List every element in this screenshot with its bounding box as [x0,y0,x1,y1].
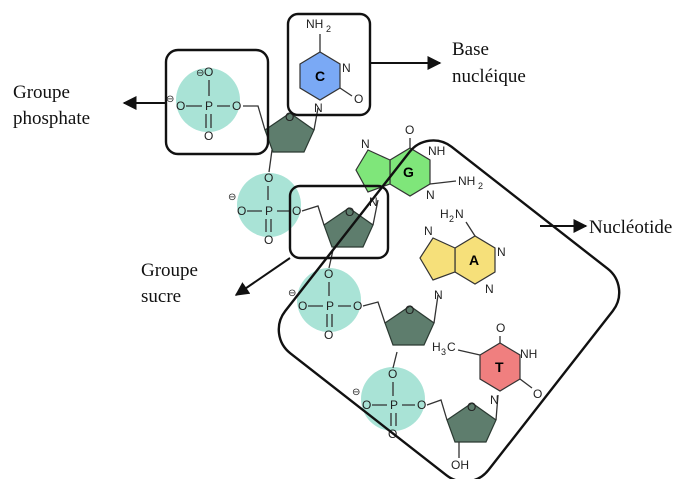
atom-p: P [265,204,273,218]
atom-o: O [354,92,363,106]
sugar-3 [384,305,435,346]
atom-n: N [361,137,370,151]
box-sugar [288,184,390,260]
guanine-letter: G [403,164,414,180]
atom-nh2: NH [458,174,475,188]
atom-o: O [388,367,397,381]
atom-h2n: N [455,207,464,221]
atom-o: O [353,299,362,313]
atom-o: O [176,99,185,113]
atom-o: O [345,205,354,219]
atom-o: O [362,398,371,412]
atom-o: O [496,321,505,335]
phosphate-group-2 [237,173,301,237]
base-guanine: G O NH N N N NH 2 [355,123,483,209]
phosphate-group-4 [361,367,425,431]
atom-o: O [237,204,246,218]
sugar-1 [264,112,315,153]
charge-minus: ⊖ [196,68,204,79]
atom-h2n: H [440,207,449,221]
atom-p: P [390,398,398,412]
label-nucleotide: Nucléotide [589,217,672,238]
atom-o: O [467,400,476,414]
cytosine-letter: C [315,68,325,84]
atom-o: O [232,99,241,113]
label-phosphate-line1: Groupe [13,82,70,103]
arrow-sugar [234,257,291,296]
subscript-3: 3 [441,347,446,357]
atom-n: N [369,195,378,209]
adenine-letter: A [469,252,479,268]
box-base [286,12,372,117]
charge-minus: ⊖ [166,94,174,105]
atom-h3c: H [432,340,441,354]
atom-n: N [485,282,494,296]
atom-n: N [342,61,351,75]
atom-o: O [324,267,333,281]
phosphate-group-3 [297,268,361,332]
phosphate-atoms-2: O ⊖ O P O O [228,149,301,247]
sugar-4 [446,402,497,443]
label-base-line2: nucléique [452,66,526,87]
atom-o: O [405,303,414,317]
charge-minus: ⊖ [352,387,360,398]
base-thymine: T O NH O N H 3 C [432,321,542,407]
glycosidic-bonds [313,107,499,421]
atom-nh: NH [428,144,445,158]
adenine-ring-5 [419,237,456,281]
charge-minus: ⊖ [228,192,236,203]
atom-o: O [292,204,301,218]
atom-oh: OH [451,458,469,472]
subscript-2: 2 [449,214,454,224]
subscript-2: 2 [326,24,331,34]
atom-n: N [490,393,499,407]
atom-n: N [434,288,443,302]
atom-p: P [205,99,213,113]
atom-o: O [204,65,213,79]
atom-o: O [417,398,426,412]
atom-o: O [264,171,273,185]
phosphate-atoms-1: ⊖ O ⊖ O P O O [166,65,241,143]
charge-minus: ⊖ [288,288,296,299]
label-sugar-line1: Groupe [141,260,198,281]
subscript-2: 2 [478,181,483,191]
atom-n: N [314,101,323,115]
atom-p: P [326,299,334,313]
atom-h3c: C [447,340,456,354]
sugar-2 [323,207,374,248]
backbone-bonds [243,105,460,458]
atom-o: O [533,387,542,401]
atom-o: O [298,299,307,313]
thymine-letter: T [495,359,504,375]
atom-o: O [324,328,333,342]
phosphate-group-1 [176,68,240,132]
atom-n: N [497,245,506,259]
atom-o: O [264,233,273,247]
guanine-ring-5 [355,149,391,193]
atom-nh: NH [520,347,537,361]
atom-nh2: NH [306,17,323,31]
atom-n: N [426,188,435,202]
phosphate-atoms-3: O ⊖ O P O O [288,249,362,342]
atom-n: N [424,224,433,238]
atom-o: O [285,110,294,124]
box-nucleotide [277,139,621,479]
atom-o: O [204,129,213,143]
label-base-line1: Base [452,39,489,60]
base-adenine: A H 2 N N N N N [419,207,506,302]
atom-o: O [405,123,414,137]
base-cytosine: C NH 2 N N O [299,17,363,115]
label-phosphate-line2: phosphate [13,108,90,129]
label-sugar-line2: sucre [141,286,181,307]
